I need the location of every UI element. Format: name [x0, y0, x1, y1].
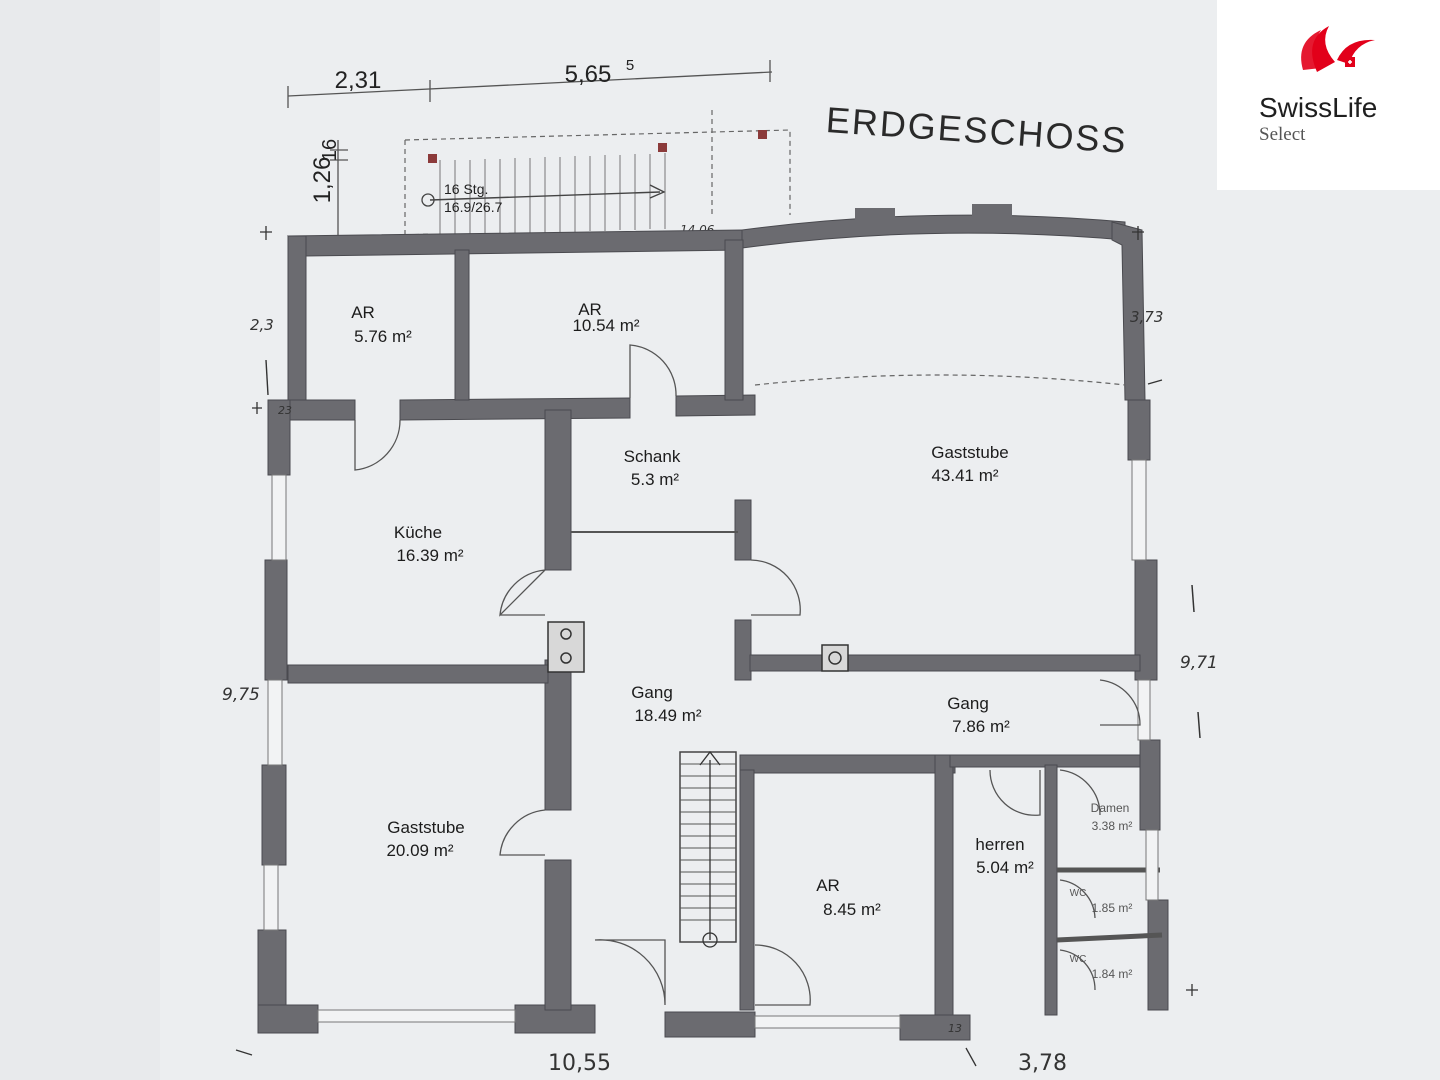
room-area-ar-2: 10.54 m² [572, 316, 639, 335]
room-area-schank: 5.3 m² [631, 470, 680, 489]
dim-bottom-left: 10,55 [548, 1051, 611, 1076]
logo-sub-text: Select [1259, 124, 1306, 145]
room-name-gaststube-1: Gaststube [931, 443, 1009, 462]
room-name-damen: Damen [1091, 801, 1130, 815]
hand-right-upper: 3,73 [1130, 308, 1163, 326]
stairs-label-2: 16.9/26.7 [444, 199, 503, 215]
hand-left-middle: 9,75 [222, 685, 260, 705]
top-dimension-line [287, 60, 773, 108]
dim-top-right-sup: 5 [626, 57, 634, 74]
doors [354, 344, 1141, 1006]
hand-left-upper: 2,3 [250, 316, 274, 334]
room-name-ar-1: AR [351, 303, 375, 322]
handwritten-annotations: 2,3 23 9,75 3,73 9,71 13 [222, 226, 1218, 1067]
interior-stairs [679, 750, 737, 948]
room-name-herren: herren [975, 835, 1024, 854]
room-name-wc-1: WC [1070, 888, 1087, 899]
hand-bottom-corner: 13 [948, 1022, 962, 1035]
room-area-ar-1: 5.76 m² [354, 327, 412, 346]
hand-right-middle: 9,71 [1180, 653, 1218, 673]
room-area-wc-2: 1.84 m² [1092, 967, 1133, 981]
room-name-ar-2: AR [578, 300, 602, 319]
logo-brand-text: SwissLife [1259, 92, 1378, 123]
room-area-herren: 5.04 m² [976, 858, 1034, 877]
stairs-label-1: 16 Stg. [444, 181, 488, 197]
dim-top-left: 2,31 [335, 67, 382, 94]
room-area-gang-2: 7.86 m² [952, 717, 1010, 736]
room-area-wc-1: 1.85 m² [1092, 901, 1133, 915]
hand-left-corner: 23 [278, 404, 292, 417]
room-name-gaststube-2: Gaststube [387, 818, 465, 837]
dim-vertical-left-small: 16 [319, 139, 341, 161]
room-name-gang-1: Gang [631, 683, 673, 702]
windows [263, 204, 1159, 1029]
swisslife-logo: SwissLife Select [1217, 0, 1440, 190]
room-name-ar-3: AR [816, 876, 840, 895]
room-area-damen: 3.38 m² [1092, 819, 1133, 833]
room-name-schank: Schank [624, 447, 681, 466]
walls [257, 214, 1169, 1041]
room-labels: AR 5.76 m² AR 10.54 m² Schank 5.3 m² Gas… [351, 300, 1132, 981]
room-area-gaststube-2: 20.09 m² [386, 841, 453, 860]
chimney-symbols [547, 621, 849, 673]
dim-bottom-right: 3,78 [1018, 1051, 1067, 1076]
room-name-gang-2: Gang [947, 694, 989, 713]
left-vertical-dimension [330, 140, 348, 240]
arch-line [754, 374, 1126, 386]
room-area-gaststube-1: 43.41 m² [931, 466, 998, 485]
room-area-gang-1: 18.49 m² [634, 706, 701, 725]
room-name-wc-2: WC [1070, 954, 1087, 965]
dim-top-right: 5,65 [565, 61, 612, 88]
exterior-stairs [404, 110, 791, 238]
room-area-ar-3: 8.45 m² [823, 900, 881, 919]
room-area-kueche: 16.39 m² [396, 546, 463, 565]
swisslife-mark-icon [1301, 26, 1375, 72]
room-name-kueche: Küche [394, 523, 442, 542]
dim-vertical-left: 1,26 [309, 157, 336, 204]
